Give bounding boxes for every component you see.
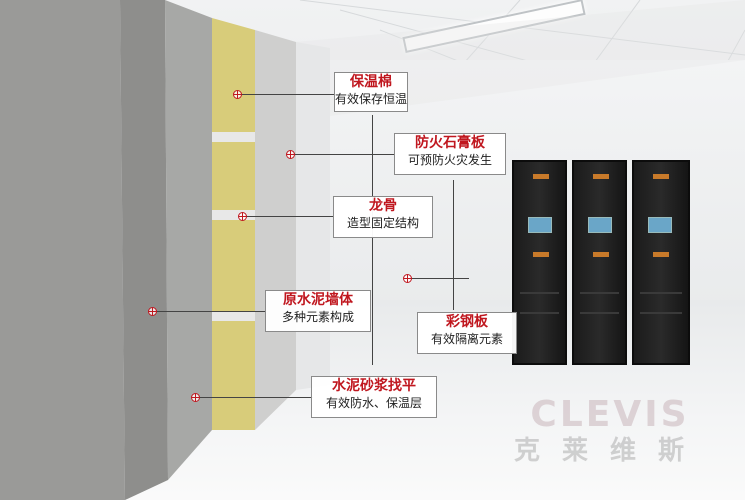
server-cabinet-1 — [512, 160, 567, 365]
leader-line — [372, 115, 373, 365]
callout-title: 龙骨 — [334, 197, 432, 215]
server-cabinet-3 — [632, 160, 690, 365]
callout-keel: 龙骨 造型固定结构 — [333, 196, 433, 238]
callout-fireproof-board: 防火石膏板 可预防火灾发生 — [394, 133, 506, 175]
callout-marker — [238, 212, 247, 221]
callout-subtitle: 有效保存恒温 — [335, 91, 407, 107]
callout-insulation: 保温棉 有效保存恒温 — [334, 72, 408, 112]
callout-marker — [233, 90, 242, 99]
callout-subtitle: 有效隔离元素 — [418, 331, 516, 347]
brand-watermark: CLEVIS 克莱维斯 — [485, 395, 735, 467]
callout-mortar-leveling: 水泥砂浆找平 有效防水、保温层 — [311, 376, 437, 418]
cabinet-indicator — [593, 252, 609, 257]
cabinet-display — [528, 217, 552, 233]
callout-subtitle: 有效防水、保温层 — [312, 395, 436, 411]
cabinet-indicator — [593, 174, 609, 179]
leader-line — [409, 278, 469, 279]
cabinet-grill — [580, 292, 619, 294]
callout-color-steel-plate: 彩钢板 有效隔离元素 — [417, 312, 517, 354]
leader-line — [244, 216, 334, 217]
callout-subtitle: 可预防火灾发生 — [395, 152, 505, 168]
callout-title: 彩钢板 — [418, 313, 516, 331]
callout-marker — [191, 393, 200, 402]
server-cabinet-2 — [572, 160, 627, 365]
cabinet-grill — [520, 312, 559, 314]
callout-marker — [403, 274, 412, 283]
cabinet-grill — [640, 292, 682, 294]
callout-marker — [286, 150, 295, 159]
callout-subtitle: 多种元素构成 — [266, 309, 370, 325]
cabinet-display — [648, 217, 672, 233]
cabinet-indicator — [533, 174, 549, 179]
cabinet-indicator — [533, 252, 549, 257]
leader-line — [154, 311, 266, 312]
leader-line — [240, 94, 336, 95]
leader-line — [292, 154, 395, 155]
callout-concrete-wall: 原水泥墙体 多种元素构成 — [265, 290, 371, 332]
cabinet-display — [588, 217, 612, 233]
callout-subtitle: 造型固定结构 — [334, 215, 432, 231]
leader-line — [197, 397, 313, 398]
cabinet-grill — [580, 312, 619, 314]
cabinet-indicator — [653, 174, 669, 179]
callout-title: 水泥砂浆找平 — [312, 377, 436, 395]
watermark-brand-en: CLEVIS — [485, 395, 735, 435]
cabinet-grill — [640, 312, 682, 314]
callout-marker — [148, 307, 157, 316]
callout-title: 防火石膏板 — [395, 134, 505, 152]
callout-title: 保温棉 — [335, 73, 407, 91]
callout-title: 原水泥墙体 — [266, 291, 370, 309]
watermark-brand-cn: 克莱维斯 — [485, 435, 735, 467]
cabinet-indicator — [653, 252, 669, 257]
leader-line — [453, 180, 454, 310]
cabinet-grill — [520, 292, 559, 294]
